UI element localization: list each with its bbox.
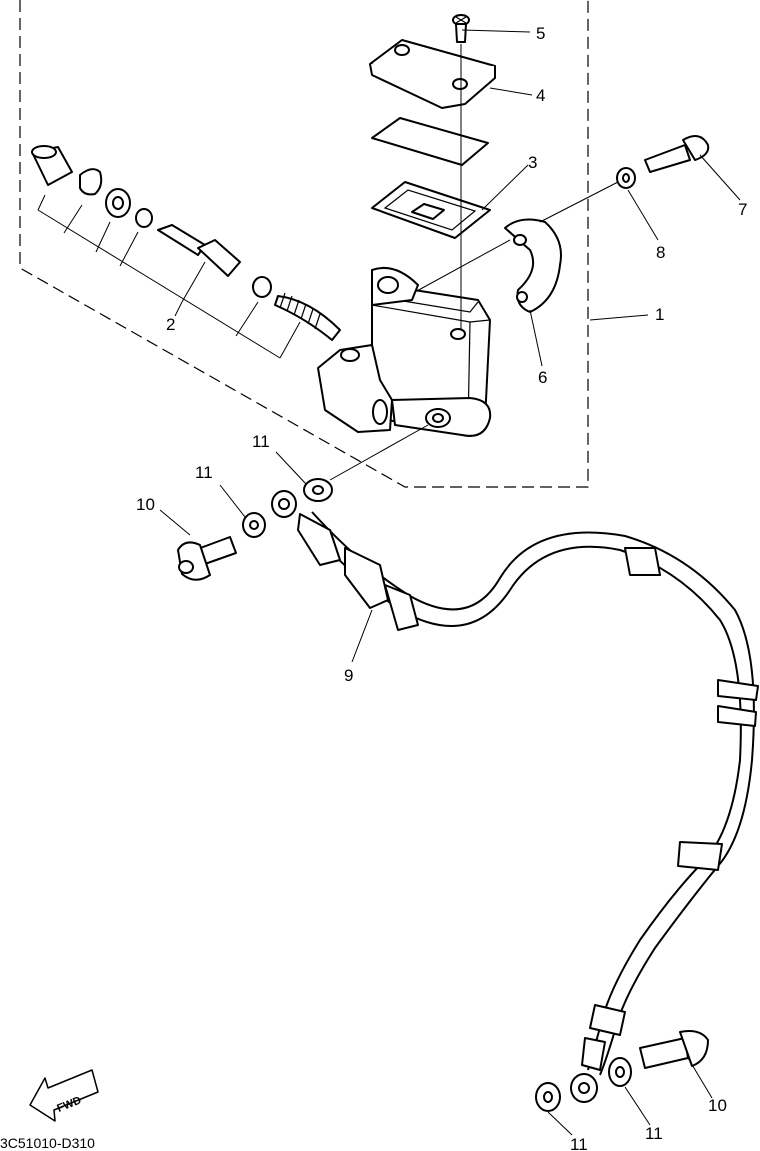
callout-5: 5: [536, 24, 545, 43]
diaphragm: [371, 181, 491, 239]
diaphragm-plate: [371, 117, 489, 166]
fwd-arrow-icon: FWD: [29, 1069, 99, 1122]
piston-kit-bracket: [37, 194, 301, 359]
diagram-code: 3C51010-D310: [0, 1135, 95, 1151]
callout-4: 4: [536, 86, 545, 105]
master-cylinder-body: [317, 266, 492, 437]
callout-11-d: 11: [645, 1124, 663, 1143]
callout-9: 9: [344, 666, 353, 685]
holder-bracket: [504, 218, 562, 313]
callout-1: 1: [655, 305, 664, 324]
callout-10-upper: 10: [136, 495, 155, 514]
bolt-washer: [616, 167, 636, 189]
callout-2: 2: [166, 315, 175, 334]
copper-washers: [242, 478, 632, 1112]
callout-11-a: 11: [252, 432, 270, 451]
callout-8: 8: [656, 243, 665, 262]
assembly-boundary: [19, 0, 589, 488]
leader-lines: [159, 29, 741, 1136]
union-bolt-lower: [639, 1030, 709, 1069]
reservoir-cap: [369, 39, 496, 109]
callout-6: 6: [538, 368, 547, 387]
brake-hose: [271, 490, 759, 1103]
union-bolt-upper: [177, 536, 237, 581]
piston-kit: [31, 145, 341, 341]
callout-3: 3: [528, 153, 537, 172]
holder-bolt: [644, 135, 710, 173]
cap-screw: [452, 14, 470, 43]
callout-10-lower: 10: [708, 1096, 727, 1115]
callout-7: 7: [738, 200, 747, 219]
callout-11-c: 11: [570, 1135, 588, 1151]
callout-11-b: 11: [195, 463, 213, 482]
